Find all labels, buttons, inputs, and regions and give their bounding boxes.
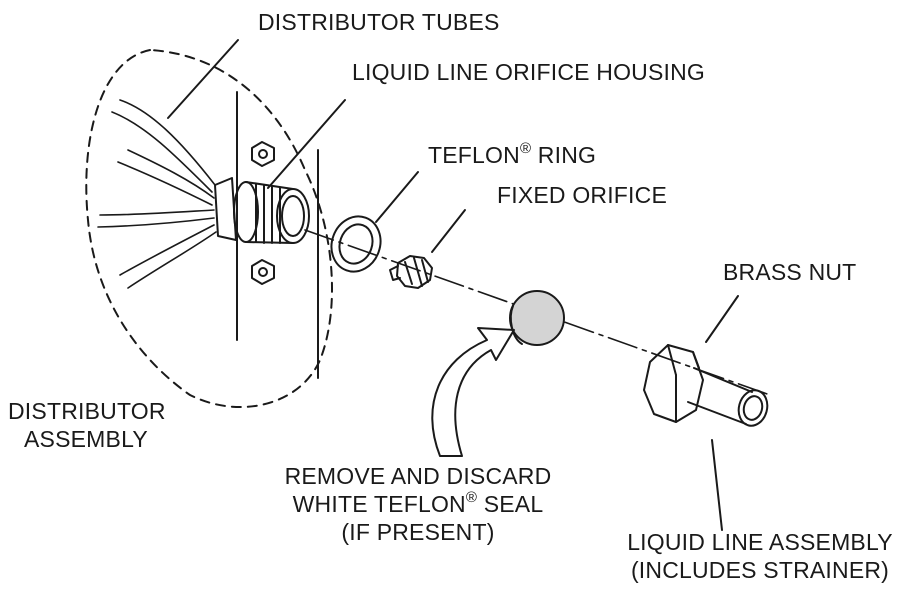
label-fixed-orifice: FIXED ORIFICE — [497, 182, 668, 208]
seal-pointer-arrow — [431, 327, 515, 457]
orifice-housing — [233, 181, 310, 244]
bolt-lower — [251, 259, 275, 285]
distributor-assembly-boundary — [85, 49, 333, 409]
label-brass-nut: BRASS NUT — [723, 259, 857, 285]
label-teflon-ring: TEFLON® RING — [428, 140, 597, 168]
label-remove-seal: REMOVE AND DISCARD WHITE TEFLON® SEAL (I… — [284, 463, 552, 545]
label-distributor-tubes: DISTRIBUTOR TUBES — [258, 9, 500, 35]
fixed-orifice — [389, 255, 433, 289]
distributor-body — [214, 177, 237, 241]
leader-distributor-tubes — [167, 39, 239, 119]
leader-liquid-line-assembly — [711, 439, 723, 531]
brass-nut — [643, 344, 704, 423]
teflon-seal — [509, 290, 565, 346]
leader-fixed-orifice — [431, 209, 466, 253]
liquid-line-tube — [687, 367, 769, 427]
bolt-upper — [251, 141, 275, 167]
distributor-tubes — [97, 99, 217, 289]
label-orifice-housing: LIQUID LINE ORIFICE HOUSING — [352, 59, 706, 85]
label-distributor-assembly: DISTRIBUTOR ASSEMBLY — [8, 398, 166, 452]
leader-teflon-ring — [375, 171, 419, 223]
leader-brass-nut — [705, 295, 739, 343]
label-liquid-line-assembly: LIQUID LINE ASSEMBLY (INCLUDES STRAINER) — [627, 529, 893, 583]
teflon-ring — [330, 215, 382, 273]
leader-orifice-housing — [267, 99, 346, 189]
